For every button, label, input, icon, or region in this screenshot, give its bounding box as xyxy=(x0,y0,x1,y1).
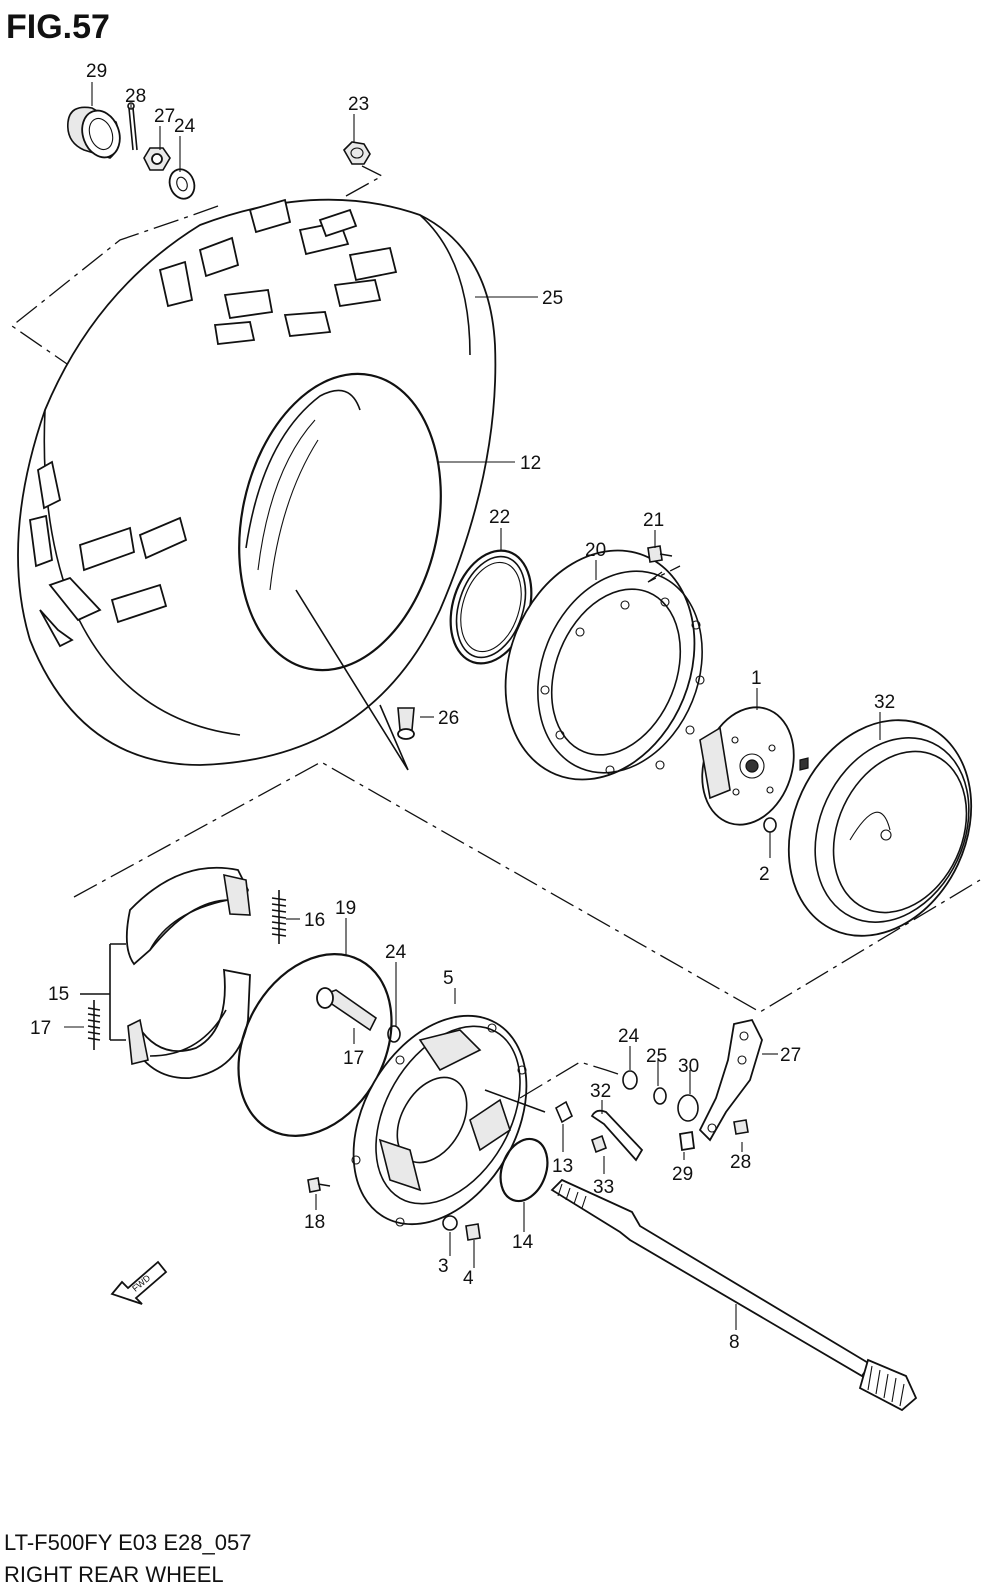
part-31-valve xyxy=(397,707,415,740)
section-name: RIGHT REAR WHEEL xyxy=(4,1562,224,1587)
part-11-washer xyxy=(442,1215,458,1231)
part-27-bolt xyxy=(733,1119,749,1135)
part-18-cam xyxy=(316,987,378,1032)
part-10-oring xyxy=(763,817,777,833)
callout-26: 27 xyxy=(780,1045,801,1066)
part-12-bolt xyxy=(465,1223,481,1241)
callout-24-left: 24 xyxy=(385,942,407,963)
part-16-brake-shoe-lower xyxy=(127,968,251,1079)
part-24-washer xyxy=(622,1070,638,1090)
callout-7: 29 xyxy=(86,61,107,82)
part-14-seal xyxy=(499,1137,549,1203)
callout-15: 13 xyxy=(552,1156,573,1177)
callout-14: 14 xyxy=(512,1232,534,1253)
figure-title: FIG.57 xyxy=(6,8,110,46)
part-15-clip xyxy=(554,1100,574,1124)
part-19-bolt xyxy=(307,1177,331,1193)
part-28-bushing xyxy=(678,1130,696,1152)
callout-3: 23 xyxy=(348,94,369,115)
assembly-line xyxy=(647,565,681,583)
callout-22: 21 xyxy=(643,510,664,531)
part-6-cotter-pin xyxy=(127,102,138,151)
callout-19: 18 xyxy=(304,1212,325,1233)
callout-30: 25 xyxy=(542,288,563,309)
part-4-washer xyxy=(168,168,196,200)
model-code: LT-F500FY E03 E28_057 xyxy=(4,1530,251,1555)
part-16-brake-shoe-upper xyxy=(125,866,251,966)
part-26-brake-arm xyxy=(698,1018,763,1142)
callout-2: 12 xyxy=(520,453,541,474)
part-17-spring xyxy=(271,890,287,944)
callout-9: 32 xyxy=(874,692,895,713)
part-29-clip xyxy=(677,1094,699,1122)
part-17-spring xyxy=(87,1000,101,1050)
fwd-arrow-icon: FWD xyxy=(110,1260,168,1305)
assembly-line xyxy=(519,1061,619,1099)
part-13-brake-panel xyxy=(351,1014,546,1227)
leader-line xyxy=(80,943,126,1041)
callout-11: 3 xyxy=(438,1256,449,1277)
callouts: 29 28 27 24 23 25 12 22 21 20 26 1 32 2 … xyxy=(30,61,895,1353)
callout-10: 2 xyxy=(759,864,770,885)
callout-16: 15 xyxy=(48,984,69,1005)
callout-5: 27 xyxy=(154,106,175,127)
part-25-washer xyxy=(653,1087,667,1105)
part-8-axle xyxy=(550,1178,918,1412)
callout-1: 1 xyxy=(751,668,762,689)
leader-lines xyxy=(64,82,881,1330)
callout-18: 17 xyxy=(343,1048,364,1069)
part-5-castle-nut xyxy=(143,147,171,171)
callout-12: 4 xyxy=(463,1268,474,1289)
callout-27: 28 xyxy=(730,1152,751,1173)
callout-20: 19 xyxy=(335,898,356,919)
part-22-bolt xyxy=(647,545,673,563)
part-24-washer xyxy=(387,1025,401,1043)
callout-21: 20 xyxy=(585,540,606,561)
callout-17-upper: 16 xyxy=(304,910,325,931)
callout-28: 29 xyxy=(672,1164,693,1185)
part-3-nut xyxy=(343,141,371,165)
callout-4: 24 xyxy=(174,116,196,137)
callout-13: 5 xyxy=(443,968,454,989)
callout-17-lower: 17 xyxy=(30,1018,51,1039)
assembly-line xyxy=(345,165,384,197)
callout-29: 30 xyxy=(678,1056,699,1077)
callout-31: 26 xyxy=(438,708,459,729)
callout-8: 8 xyxy=(729,1332,740,1353)
callout-33: 33 xyxy=(593,1177,614,1198)
callout-23: 22 xyxy=(489,507,510,528)
callout-32: 32 xyxy=(590,1081,611,1102)
assembly-line xyxy=(295,589,409,771)
part-21-rim xyxy=(504,549,705,781)
callout-6: 28 xyxy=(125,86,146,107)
callout-24-right: 24 xyxy=(618,1026,640,1047)
part-32-hose xyxy=(590,1109,644,1162)
assembly-line xyxy=(10,205,219,367)
part-9-brake-drum xyxy=(787,719,973,937)
part-33-union xyxy=(591,1134,607,1154)
part-1-hub xyxy=(699,706,795,826)
assembly-line xyxy=(73,761,981,1013)
callout-25: 25 xyxy=(646,1046,667,1067)
part-30-tire xyxy=(17,198,497,766)
part-7-cap xyxy=(67,106,121,159)
